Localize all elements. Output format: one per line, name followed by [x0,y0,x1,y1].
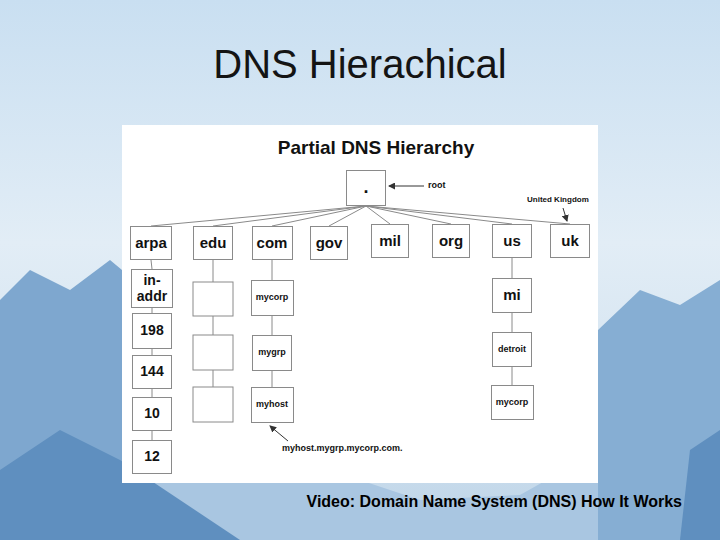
tree-connector [272,260,273,280]
domain-label: mil [379,233,401,250]
slide-caption: Video: Domain Name System (DNS) How It W… [307,493,682,511]
domain-box: uk [550,224,590,258]
empty-box [193,282,233,316]
domain-label: com [257,235,288,252]
domain-box: arpa [130,226,172,260]
tree-connector [213,206,366,226]
domain-label: mycorp [256,293,289,303]
tree-connector [151,260,152,269]
domain-label: edu [200,235,227,252]
tree-line [213,316,214,335]
domain-box: myhost [251,387,294,423]
domain-box: mi [492,278,532,313]
domain-box: 10 [132,397,172,431]
domain-label: org [439,233,463,250]
empty-box [193,335,233,370]
leader-arrow [389,186,424,187]
domain-box: detroit [492,332,532,367]
domain-box: 12 [132,440,172,474]
callout-label: myhost.mygrp.mycorp.com. [282,443,403,453]
domain-box: in-addr [131,269,173,308]
domain-label: in-addr [135,273,169,304]
domain-label: uk [561,233,579,250]
domain-label: gov [316,235,343,252]
tree-connector [272,371,273,387]
domain-label: mycorp [496,398,529,408]
tree-connector [329,206,366,226]
domain-label: 198 [140,323,163,338]
domain-label: detroit [498,345,526,355]
domain-label: . [363,178,368,198]
tree-connector [366,206,570,224]
tree-line [213,260,214,282]
domain-label: 10 [144,406,160,421]
domain-box: org [432,224,470,258]
domain-label: myhost [256,400,288,410]
domain-label: mi [503,287,521,304]
empty-box [193,387,233,422]
domain-box: com [252,226,293,260]
leader-arrow [563,208,567,221]
near-mountain-right [680,430,720,540]
domain-box: edu [193,226,233,260]
domain-box: mycorp [251,280,294,316]
domain-label: arpa [135,235,167,252]
domain-box: 198 [132,313,172,349]
domain-box: mycorp [491,385,534,420]
domain-label: 12 [144,449,160,464]
tree-connector [272,316,273,335]
domain-box: gov [310,226,348,260]
tree-line [213,370,214,387]
tree-connector [272,206,366,226]
domain-label: 144 [140,364,163,379]
callout-label: root [428,180,446,190]
domain-label: us [503,233,521,250]
domain-box: mygrp [252,335,292,371]
tree-connector [152,431,153,440]
domain-box: 144 [132,355,172,389]
domain-box: us [492,224,532,258]
tree-connector [151,206,366,226]
tree-connector [512,258,513,278]
domain-box: mil [371,224,409,258]
tree-connector [512,313,513,332]
slide-title: DNS Hierachical [0,42,720,87]
leader-arrow [270,426,288,441]
tree-connector [512,367,513,385]
diagram-heading: Partial DNS Hierarchy [226,137,526,159]
domain-label: mygrp [258,348,286,358]
callout-label: United Kingdom [527,195,589,204]
tree-connector [366,206,512,224]
tree-connector [152,389,153,397]
root-box: . [346,170,386,206]
